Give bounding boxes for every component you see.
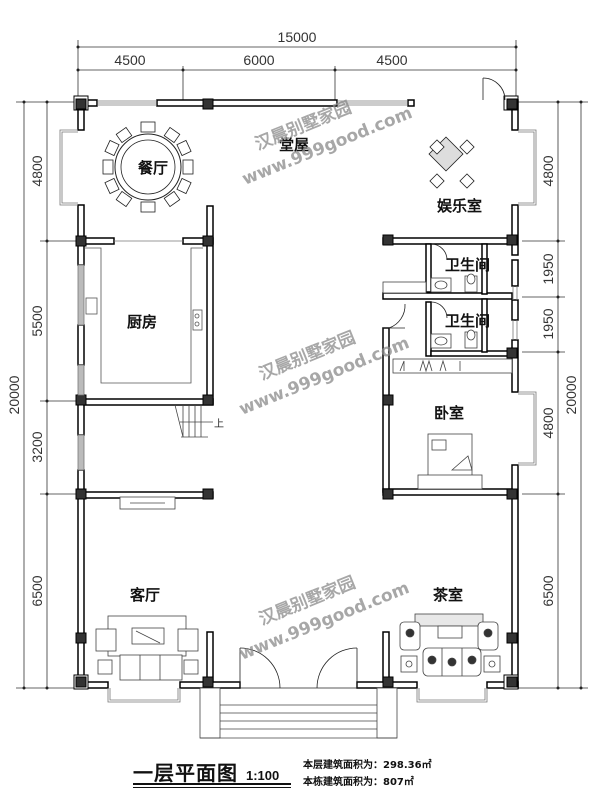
drawing-title-block: 一层平面图 1:100 — [133, 757, 291, 788]
room-label-hall: 堂屋 — [279, 136, 309, 154]
dim-left-total: 20000 — [6, 375, 22, 414]
dim-right-seg-2: 1950 — [540, 253, 556, 284]
dim-right-total: 20000 — [563, 375, 579, 414]
room-label-bathroom-2: 卫生间 — [445, 312, 490, 330]
dim-right-seg-5: 6500 — [540, 575, 556, 606]
title-underline — [133, 783, 291, 785]
bedroom-furniture — [392, 358, 513, 490]
building-area-value: 807㎡ — [383, 777, 414, 788]
dim-top-total: 15000 — [278, 29, 317, 45]
mahjong-table-icon — [428, 136, 475, 189]
dim-top-seg-3: 4500 — [376, 52, 407, 68]
bathroom-fixtures — [382, 273, 478, 349]
floor-area-label: 本层建筑面积为： — [303, 760, 383, 771]
stair-icon — [174, 404, 213, 438]
dim-right-seg-3: 1950 — [540, 308, 556, 339]
floor-area-row: 本层建筑面积为：298.36㎡ — [303, 757, 432, 774]
stair-up-label: 上 — [214, 418, 224, 430]
living-room-furniture — [95, 496, 199, 681]
doors — [239, 77, 506, 689]
room-label-tea-room: 茶室 — [433, 586, 463, 604]
dim-right-seg-1: 4800 — [540, 155, 556, 186]
area-info: 本层建筑面积为：298.36㎡ 本栋建筑面积为：807㎡ — [303, 757, 432, 791]
dim-left-seg-3: 3200 — [29, 431, 45, 462]
columns — [73, 95, 519, 690]
room-label-bathroom-1: 卫生间 — [445, 256, 490, 274]
room-label-entertainment: 娱乐室 — [437, 197, 482, 215]
dimension-ticks — [22, 45, 583, 690]
windows — [59, 100, 537, 703]
dining-table-icon — [102, 121, 194, 213]
dim-left-seg-1: 4800 — [29, 155, 45, 186]
dim-left-seg-4: 6500 — [29, 575, 45, 606]
dim-top-seg-1: 4500 — [114, 52, 145, 68]
room-label-living: 客厅 — [129, 586, 160, 604]
building-area-label: 本栋建筑面积为： — [303, 777, 383, 788]
floor-area-value: 298.36㎡ — [383, 760, 432, 771]
dim-top-seg-2: 6000 — [243, 52, 274, 68]
kitchen-counter — [84, 247, 203, 384]
entrance-steps — [199, 687, 398, 739]
building-area-row: 本栋建筑面积为：807㎡ — [303, 774, 432, 791]
dim-left-seg-2: 5500 — [29, 305, 45, 336]
room-label-bedroom: 卧室 — [434, 404, 464, 422]
dim-right-seg-4: 4800 — [540, 407, 556, 438]
drawing-title: 一层平面图 — [133, 761, 238, 785]
room-label-kitchen: 厨房 — [127, 313, 157, 331]
title-underline-thin — [133, 787, 291, 788]
room-label-dining: 餐厅 — [138, 159, 168, 177]
tea-room-furniture — [399, 613, 501, 677]
drawing-scale: 1:100 — [246, 768, 280, 783]
